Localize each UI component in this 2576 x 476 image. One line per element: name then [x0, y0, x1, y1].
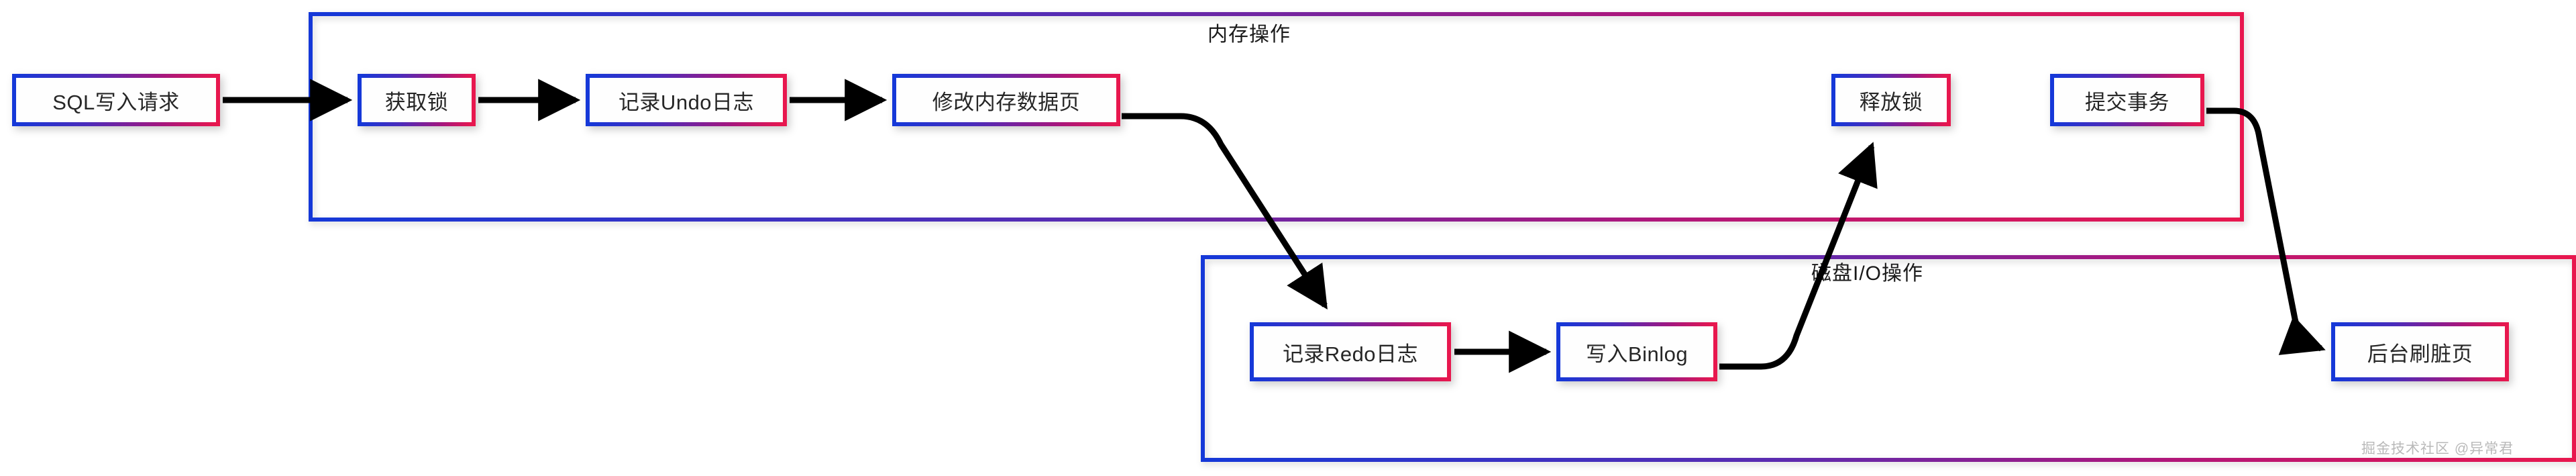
node-label: 获取锁: [384, 90, 449, 114]
node-record-redo-log[interactable]: 记录Redo日志: [1250, 322, 1451, 381]
group-label-memory-operations: 内存操作: [1208, 23, 1291, 46]
node-label: 修改内存数据页: [932, 90, 1081, 114]
node-acquire-lock[interactable]: 获取锁: [358, 74, 476, 126]
node-label: 记录Redo日志: [1282, 342, 1419, 366]
node-label: 释放锁: [1859, 90, 1923, 114]
node-label: 写入Binlog: [1585, 342, 1688, 366]
group-label-disk-io-operations: 磁盘I/O操作: [1811, 263, 1924, 285]
node-write-binlog[interactable]: 写入Binlog: [1556, 322, 1717, 381]
node-label: SQL写入请求: [52, 90, 180, 114]
node-label: 记录Undo日志: [618, 90, 755, 114]
node-label: 提交事务: [2085, 90, 2169, 114]
node-record-undo-log[interactable]: 记录Undo日志: [586, 74, 787, 126]
node-modify-memory-page[interactable]: 修改内存数据页: [892, 74, 1120, 126]
node-sql-write-request[interactable]: SQL写入请求: [12, 74, 220, 126]
node-label: 后台刷脏页: [2367, 342, 2473, 366]
node-background-flush[interactable]: 后台刷脏页: [2331, 322, 2509, 381]
node-commit-transaction[interactable]: 提交事务: [2050, 74, 2204, 126]
node-release-lock[interactable]: 释放锁: [1831, 74, 1951, 126]
watermark: 掘金技术社区 @异常君: [2361, 441, 2514, 457]
